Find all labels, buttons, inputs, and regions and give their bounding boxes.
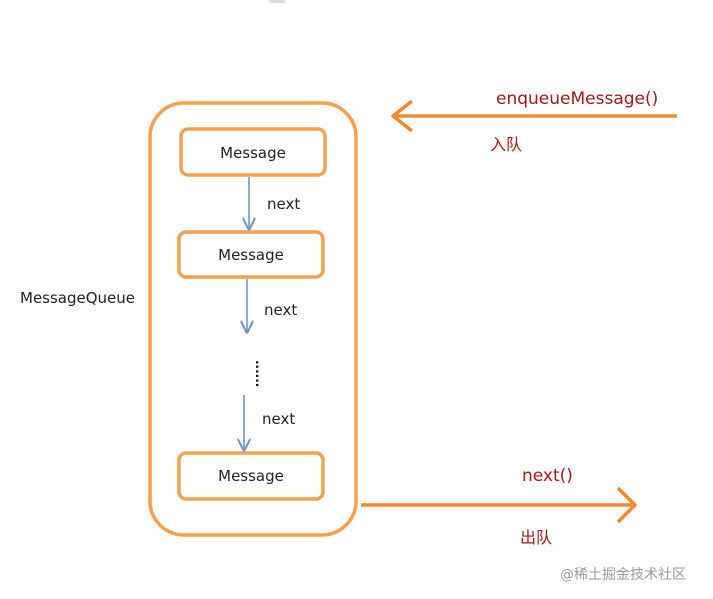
next-label-2: next	[264, 301, 297, 319]
top-edge-artifact	[269, 0, 285, 3]
dequeue-arrow-head	[616, 486, 637, 524]
dequeue-cn-label: 出队	[520, 528, 552, 547]
next-label-3: next	[262, 410, 295, 428]
enqueue-arrow-head	[391, 99, 414, 133]
enqueue-cn-label: 入队	[490, 135, 522, 154]
message-box-3	[177, 451, 325, 501]
ellipsis-dots: ......	[253, 360, 267, 387]
next-label-1: next	[267, 195, 300, 213]
queue-container	[148, 101, 358, 537]
watermark-text: @稀土掘金技术社区	[560, 567, 686, 583]
message-box-2	[177, 230, 325, 279]
message-label-3: Message	[218, 467, 284, 485]
enqueue-method-label: enqueueMessage()	[496, 89, 658, 109]
message-box-1	[179, 127, 327, 177]
message-label-2: Message	[218, 246, 284, 264]
message-label-1: Message	[220, 144, 286, 162]
queue-label: MessageQueue	[20, 289, 135, 307]
dequeue-method-label: next()	[522, 466, 573, 486]
